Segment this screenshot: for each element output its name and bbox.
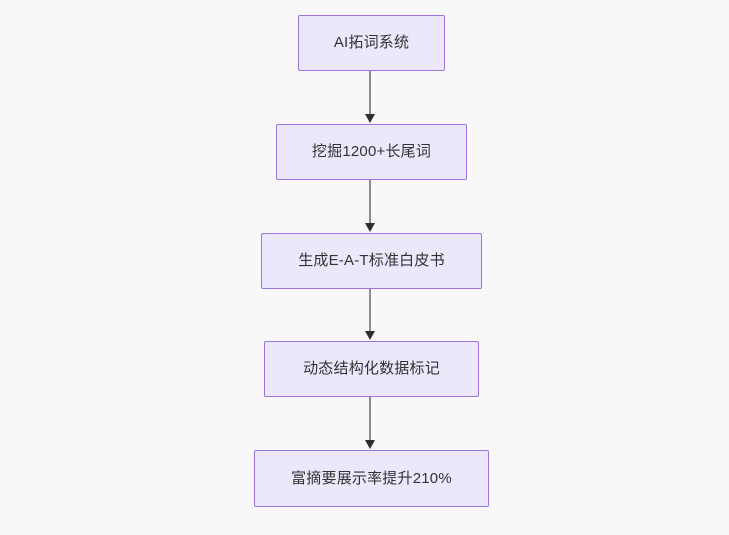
connector-n4-n5 [369,397,371,441]
flow-node-dynamic-structured-data-markup[interactable]: 动态结构化数据标记 [264,341,479,397]
flow-node-label: 富摘要展示率提升210% [291,469,452,487]
arrowhead-n2-n3 [364,223,375,232]
connector-n1-n2 [369,71,371,115]
arrowhead-n1-n2 [364,114,375,123]
flow-node-label: 动态结构化数据标记 [303,360,440,377]
flow-node-mine-longtail-keywords[interactable]: 挖掘1200+长尾词 [276,124,467,180]
flow-node-rich-snippet-impression-lift[interactable]: 富摘要展示率提升210% [254,450,489,507]
flow-node-label: AI拓词系统 [333,34,410,51]
flow-node-ai-keyword-system[interactable]: AI拓词系统 [298,15,445,71]
flow-node-generate-eat-whitepaper[interactable]: 生成E-A-T标准白皮书 [261,233,482,289]
flow-node-label: 挖掘1200+长尾词 [311,143,432,160]
flow-node-label: 生成E-A-T标准白皮书 [298,252,445,269]
connector-n2-n3 [369,180,371,224]
arrowhead-n3-n4 [364,331,375,340]
connector-n3-n4 [369,289,371,332]
arrowhead-n4-n5 [364,440,375,449]
